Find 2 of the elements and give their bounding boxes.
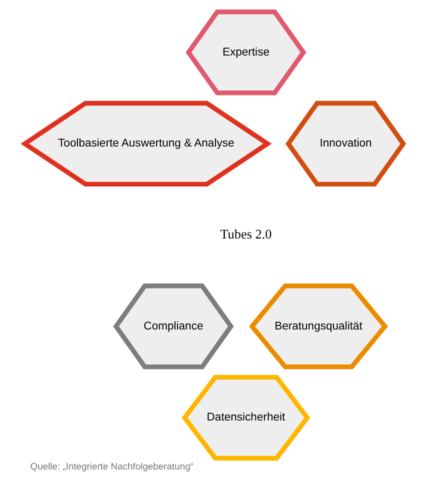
node-text: Tubes 2.0 (220, 226, 272, 242)
caption: Quelle: „Integrierte Nachfolgeberatung“ (30, 460, 193, 472)
